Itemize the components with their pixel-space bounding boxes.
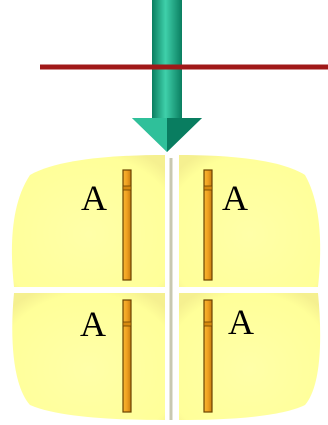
chromosome-top-right bbox=[203, 169, 213, 281]
chromosome-bottom-right bbox=[203, 299, 213, 413]
cell-top-left bbox=[11, 155, 165, 287]
label-top-right: A bbox=[222, 178, 248, 218]
cell-bottom-right bbox=[179, 293, 321, 420]
label-bottom-right: A bbox=[228, 302, 254, 342]
chromosome-top-left bbox=[122, 169, 132, 281]
cell-group bbox=[11, 155, 321, 420]
label-top-left: A bbox=[81, 178, 107, 218]
cell-top-right bbox=[179, 155, 321, 287]
chromosome-bottom-left bbox=[122, 299, 132, 413]
down-arrow-icon bbox=[132, 0, 202, 152]
label-bottom-left: A bbox=[80, 304, 106, 344]
